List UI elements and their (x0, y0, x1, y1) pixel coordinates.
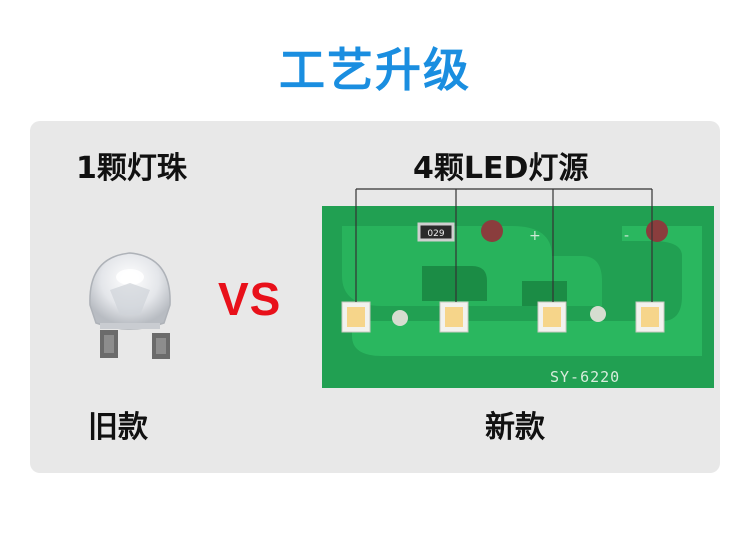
single-led-bead-image (89, 252, 171, 359)
old-product-title: 1颗灯珠 (76, 151, 187, 186)
page-title: 工艺升级 (279, 43, 471, 97)
four-led-pcb-image: 029 + - SY-6220 (322, 186, 714, 388)
led-4 (635, 301, 665, 333)
old-version-label: 旧款 (88, 410, 148, 445)
led-2 (439, 301, 469, 333)
vs-label: VS (218, 273, 282, 325)
led-1 (341, 301, 371, 333)
resistor-code: 029 (427, 229, 444, 239)
pcb-model-text: SY-6220 (550, 368, 620, 386)
plus-mark: + (529, 228, 541, 244)
led-3 (537, 301, 567, 333)
minus-mark: - (624, 228, 629, 244)
new-product-title: 4颗LED灯源 (413, 151, 589, 186)
new-version-label: 新款 (485, 410, 545, 445)
